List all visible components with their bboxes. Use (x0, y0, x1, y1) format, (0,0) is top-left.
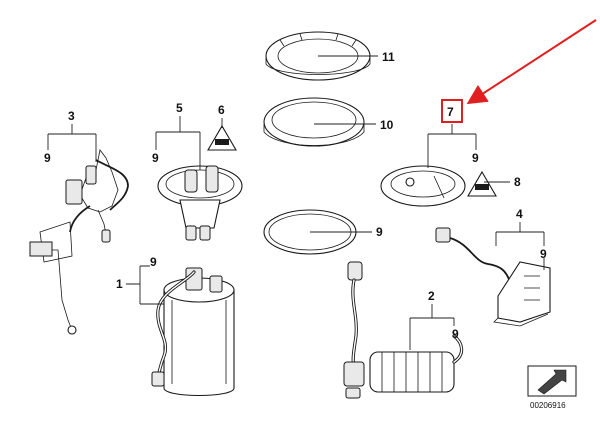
callout-8: 8 (514, 175, 521, 189)
highlight-box (441, 99, 463, 123)
callout-labels: 3 9 5 9 6 11 10 7 9 8 9 4 9 1 9 2 9 (44, 50, 547, 341)
seal-ring-part-10 (263, 97, 365, 147)
callout-9-part-4: 9 (540, 247, 547, 261)
callout-2: 2 (428, 289, 435, 303)
warning-sign-part-6 (207, 124, 237, 151)
callout-4: 4 (516, 207, 523, 221)
callout-9-part-3: 9 (44, 151, 51, 165)
callout-10: 10 (380, 118, 394, 132)
direction-arrow-icon (537, 369, 567, 395)
callout-9-center: 9 (376, 225, 383, 239)
document-number: 00206916 (530, 401, 566, 410)
callout-7: 7 (447, 105, 454, 119)
flange-part-7 (380, 165, 466, 207)
highlight-annotation (441, 19, 597, 123)
callout-9-part-7: 9 (472, 151, 479, 165)
level-sensor-part-3 (29, 149, 129, 335)
leader-lines (47, 55, 545, 350)
red-arrow (466, 19, 597, 105)
sensor-bracket-part-4 (435, 227, 551, 327)
callout-3: 3 (68, 109, 75, 123)
callout-9-part-1: 9 (150, 255, 157, 269)
callout-6: 6 (218, 103, 225, 117)
fuel-filter-part-2 (343, 261, 464, 399)
fuel-pump-part-1 (151, 267, 235, 397)
pump-flange-part-5 (157, 165, 243, 241)
callout-1: 1 (116, 277, 123, 291)
callout-11: 11 (382, 50, 395, 64)
callout-9-part-2: 9 (452, 327, 459, 341)
callout-5: 5 (176, 101, 183, 115)
warning-sign-part-8 (467, 170, 497, 197)
document-number-box: 00206916 (527, 365, 577, 410)
callout-9-part-5: 9 (152, 151, 159, 165)
